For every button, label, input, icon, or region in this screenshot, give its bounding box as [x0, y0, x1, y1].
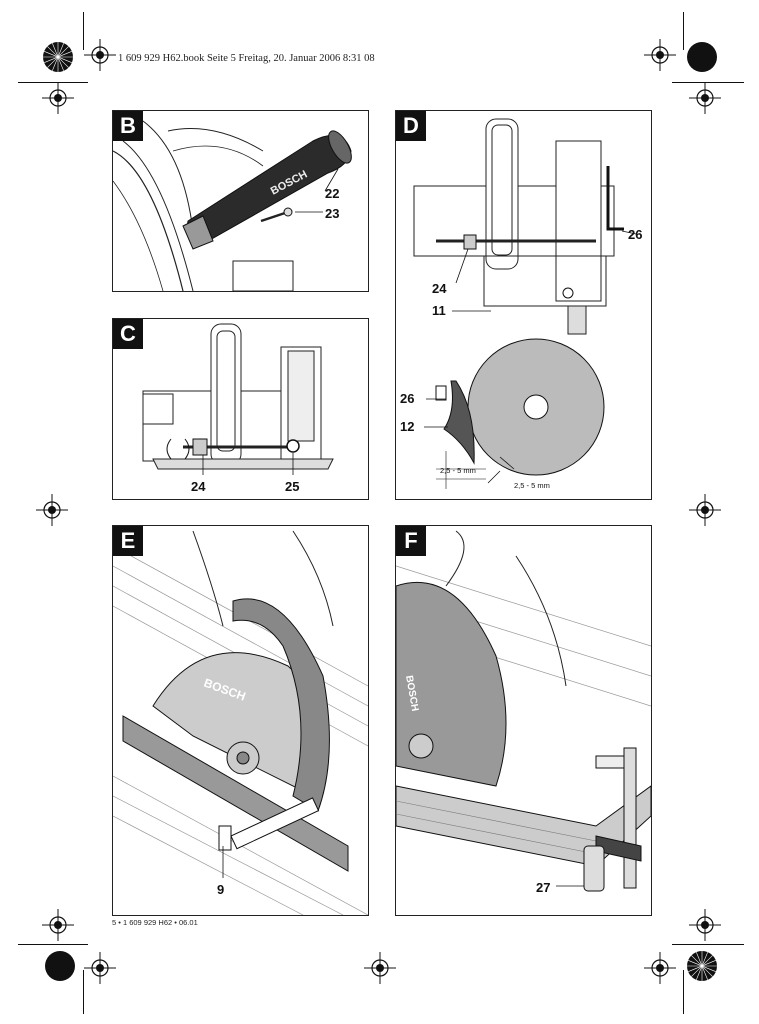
- callout-23: 23: [325, 206, 340, 221]
- page-header: 1 609 929 H62.book Seite 5 Freitag, 20. …: [118, 53, 375, 64]
- figure-panel-f: BOSCH F 27: [395, 525, 652, 916]
- callout-26-lower: 26: [400, 391, 415, 406]
- handle-illustration: BOSCH: [113, 120, 352, 291]
- measurement-label: 2,5 - 5 mm: [514, 481, 550, 490]
- crop-line: [18, 82, 88, 83]
- measurement-label: 2,5 - 5 mm: [440, 466, 476, 475]
- blade-adjust-illustration: [413, 118, 637, 489]
- saw-side-illustration: [142, 323, 334, 475]
- crop-line: [683, 970, 684, 1014]
- panel-letter: B: [113, 111, 143, 141]
- crop-line: [83, 12, 84, 50]
- workpiece-clamp-illustration: BOSCH: [396, 530, 651, 892]
- callout-22: 22: [325, 186, 340, 201]
- panel-letter: E: [113, 526, 143, 556]
- crop-line: [672, 944, 744, 945]
- callout-25: 25: [285, 479, 300, 494]
- figure-panel-c: C 24 25: [112, 318, 369, 500]
- page-footer: 5 • 1 609 929 H62 • 06.01: [112, 918, 198, 927]
- callout-24: 24: [432, 281, 447, 296]
- callout-9: 9: [217, 882, 225, 897]
- figure-panel-e: BOSCH E 9: [112, 525, 369, 916]
- callout-11: 11: [432, 303, 446, 318]
- crop-line: [672, 82, 744, 83]
- panel-letter: C: [113, 319, 143, 349]
- crop-line: [18, 944, 88, 945]
- cutting-illustration: BOSCH: [113, 530, 368, 915]
- callout-24: 24: [191, 479, 206, 494]
- panel-letter: F: [396, 526, 426, 556]
- crop-line: [83, 970, 84, 1014]
- callout-27: 27: [536, 880, 551, 895]
- callout-26: 26: [628, 227, 643, 242]
- figure-panel-d: D 26 24 11 26 12 2,5 - 5 mm 2,5 - 5 mm: [395, 110, 652, 500]
- panel-letter: D: [396, 111, 426, 141]
- crop-line: [683, 12, 684, 50]
- callout-12: 12: [400, 419, 415, 434]
- figure-panel-b: BOSCH B 22 23: [112, 110, 369, 292]
